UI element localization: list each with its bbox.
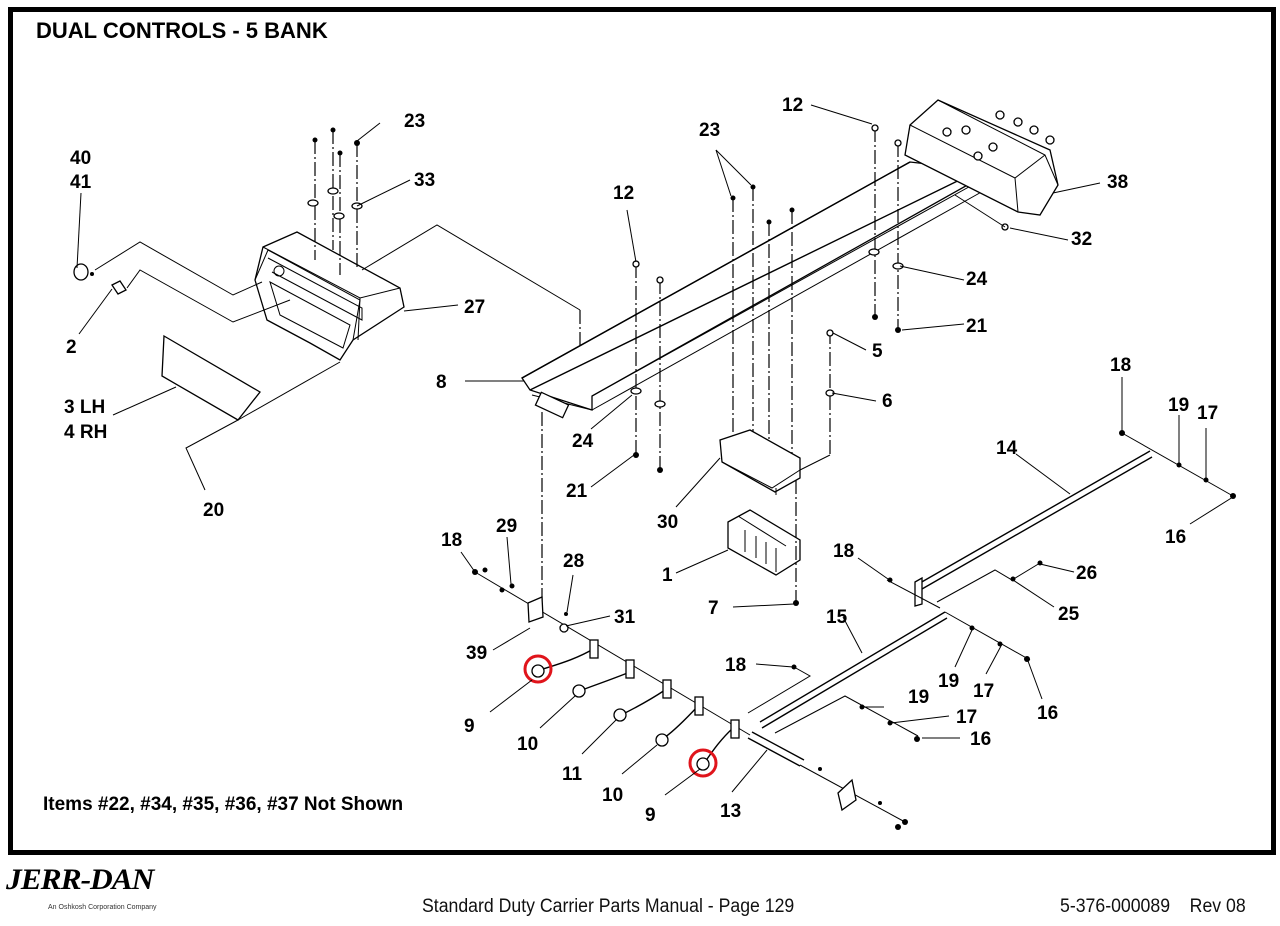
brand-tagline: An Oshkosh Corporation Company (48, 904, 157, 911)
callout-12: 12 (782, 95, 803, 116)
callout-20: 20 (203, 500, 224, 521)
callout-27: 27 (464, 297, 485, 318)
decal-3-4 (161, 334, 341, 491)
callout-21: 21 (966, 316, 988, 337)
control-box-27 (254, 231, 405, 361)
callout-labels: 40 41 2 3 LH 4 RH 20 23 33 27 8 12 23 12… (64, 95, 1218, 826)
callout-32: 32 (1071, 229, 1092, 250)
page-title: DUAL CONTROLS - 5 BANK (36, 18, 328, 43)
callout-18: 18 (441, 530, 462, 551)
jerr-dan-logo: JERR-DAN An Oshkosh Corporation Company (6, 865, 157, 912)
callout-1: 1 (662, 565, 673, 586)
callout-41: 41 (70, 172, 92, 193)
callout-33: 33 (414, 170, 435, 191)
callout-19: 19 (938, 671, 959, 692)
callout-21: 21 (566, 481, 588, 502)
callout-24: 24 (572, 431, 594, 452)
callout-7: 7 (708, 598, 719, 619)
callout-12: 12 (613, 183, 634, 204)
diagram-frame (8, 7, 1276, 855)
callout-25: 25 (1058, 604, 1080, 625)
callout-29: 29 (496, 516, 517, 537)
callout-31: 31 (614, 607, 636, 628)
callout-8: 8 (436, 372, 447, 393)
callout-26: 26 (1076, 563, 1097, 584)
bracket-30 (719, 429, 831, 495)
callout-18: 18 (725, 655, 746, 676)
valve-bank-1 (727, 480, 801, 606)
callout-30: 30 (657, 512, 678, 533)
callout-23: 23 (699, 120, 720, 141)
callout-19: 19 (1168, 395, 1189, 416)
callout-17: 17 (956, 707, 977, 728)
callout-16: 16 (970, 729, 991, 750)
callout-10: 10 (517, 734, 538, 755)
callout-38: 38 (1107, 172, 1128, 193)
callout-19: 19 (908, 687, 929, 708)
callout-40: 40 (70, 148, 91, 169)
callout-5: 5 (872, 341, 883, 362)
parts-40-41-2 (73, 224, 581, 385)
callout-9: 9 (464, 716, 475, 737)
manual-title: Standard Duty Carrier Parts Manual - Pag… (422, 896, 795, 917)
callout-24: 24 (966, 269, 988, 290)
not-shown-note: Items #22, #34, #35, #36, #37 Not Shown (43, 794, 404, 815)
callout-10: 10 (602, 785, 623, 806)
callout-18: 18 (1110, 355, 1131, 376)
callout-3lh: 3 LH (64, 397, 105, 418)
highlight-ring-left (523, 654, 553, 684)
control-box-38 (904, 99, 1059, 216)
callout-18: 18 (833, 541, 854, 562)
callout-11: 11 (562, 764, 583, 785)
callout-13: 13 (720, 801, 741, 822)
callout-17: 17 (973, 681, 994, 702)
callout-6: 6 (882, 391, 893, 412)
callout-39: 39 (466, 643, 487, 664)
callout-14: 14 (996, 438, 1018, 459)
callout-2: 2 (66, 337, 77, 358)
highlight-ring-right (688, 748, 718, 778)
callout-9: 9 (645, 805, 656, 826)
rod-14 (886, 430, 1236, 609)
rail-fasteners (541, 124, 1009, 600)
callout-16: 16 (1165, 527, 1186, 548)
callout-4rh: 4 RH (64, 422, 107, 443)
leader-lines (76, 104, 1234, 796)
callout-16: 16 (1037, 703, 1058, 724)
lever-shaft-assembly (472, 567, 908, 830)
document-reference: 5-376-000089 Rev 08 (1060, 896, 1246, 917)
rod-15 (747, 611, 1031, 742)
callout-23: 23 (404, 111, 425, 132)
callout-17: 17 (1197, 403, 1218, 424)
callout-15: 15 (826, 607, 848, 628)
brand-name: JERR-DAN (6, 863, 154, 896)
callout-28: 28 (563, 551, 584, 572)
